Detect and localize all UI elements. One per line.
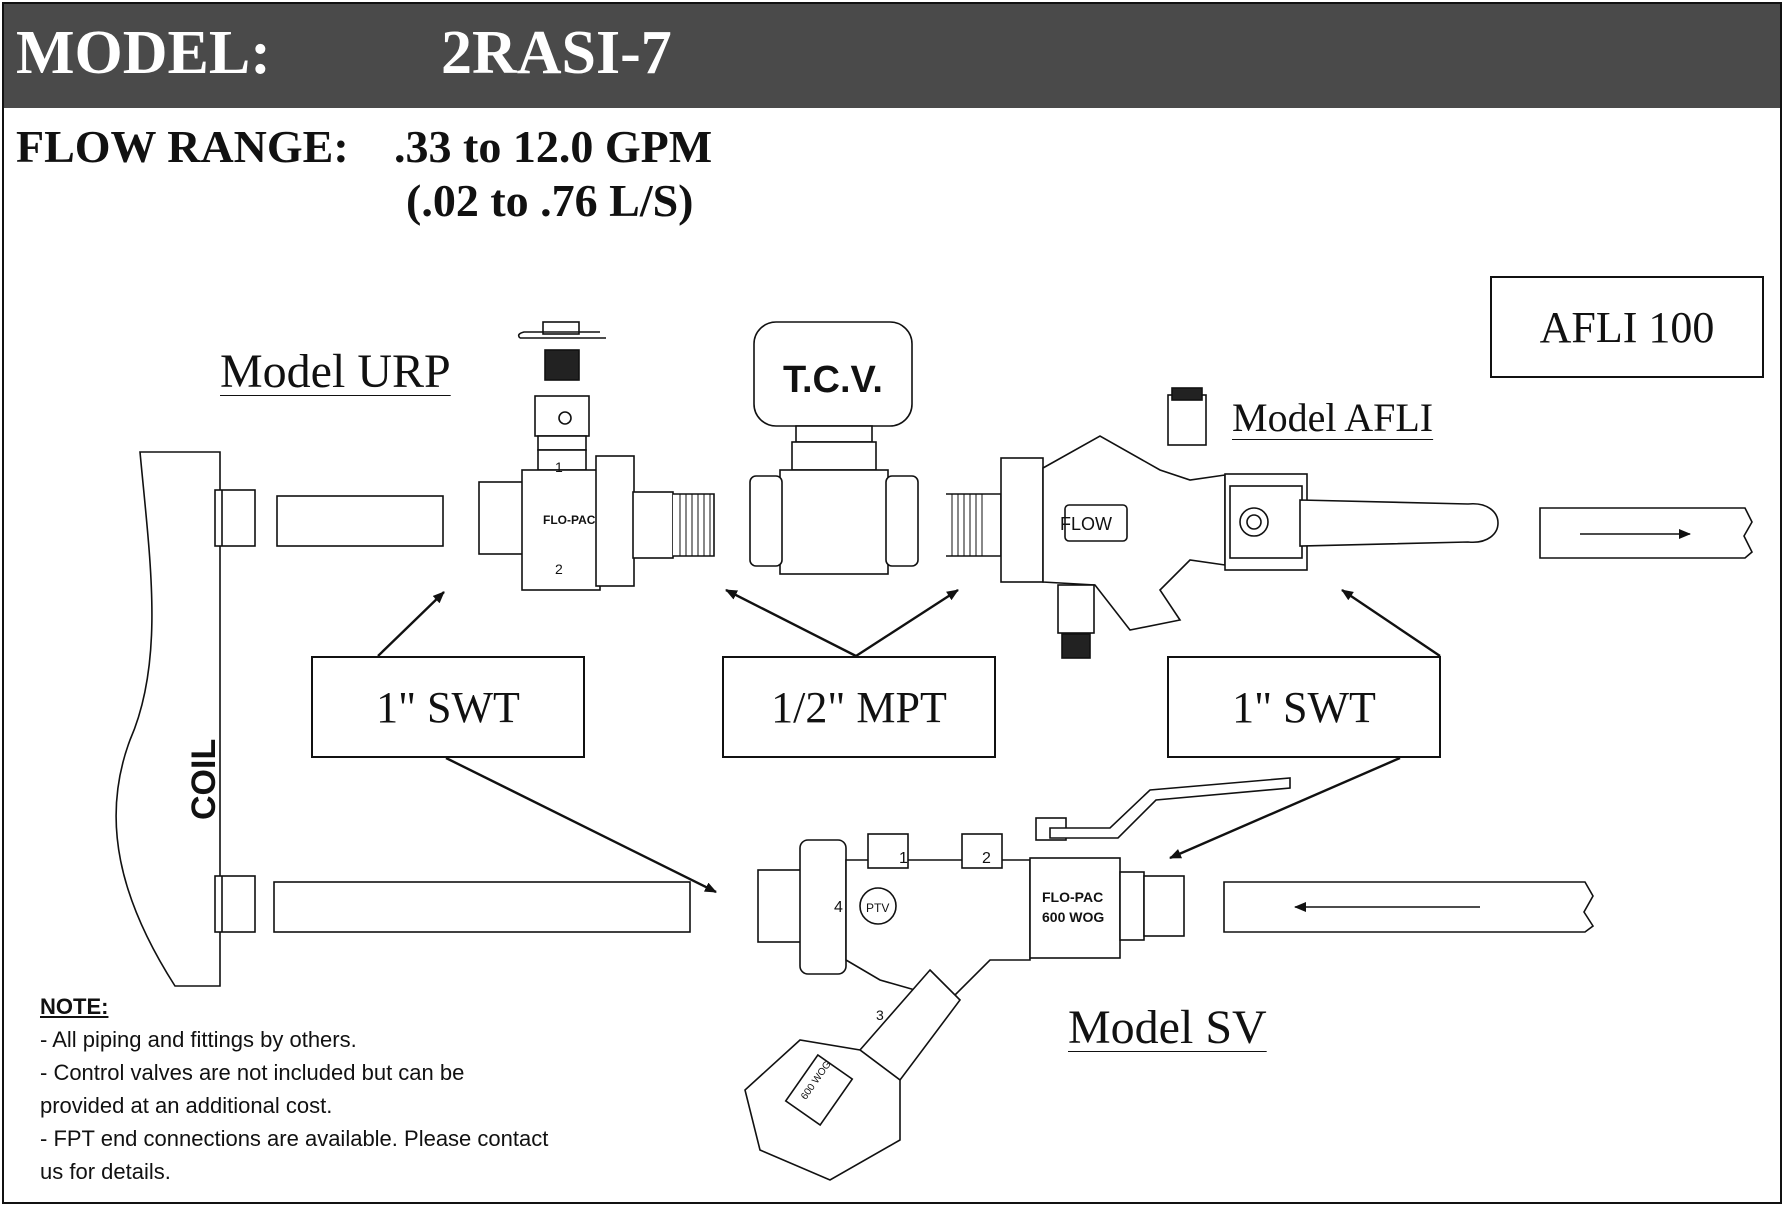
pipe-return-coil <box>273 881 691 933</box>
urp-port-1-label: 1 <box>555 459 563 475</box>
note-line: - All piping and fittings by others. <box>40 1027 357 1052</box>
callout-swt-right-label: 1" SWT <box>1232 682 1376 732</box>
model-label: MODEL: <box>16 19 271 87</box>
callout-arrows <box>377 588 1441 894</box>
callout-swt-left: 1" SWT <box>311 656 585 758</box>
arrow-swt-right-up <box>1341 589 1441 657</box>
urp-port-2-label: 2 <box>555 561 563 577</box>
sv-port-1-label: 1 <box>899 850 908 867</box>
afli-100-label: AFLI 100 <box>1539 302 1715 352</box>
arrow-swt-left-up <box>377 591 445 657</box>
arrow-swt-left-down <box>445 756 717 894</box>
flow-range-value: .33 to 12.0 GPM <box>394 121 713 172</box>
sv-port-4-label: 4 <box>834 899 843 916</box>
afli-100-box: AFLI 100 <box>1490 276 1764 378</box>
flow-range-label: FLOW RANGE: <box>16 121 349 172</box>
sv-port-2-label: 2 <box>982 850 991 867</box>
note-block: NOTE: - All piping and fittings by other… <box>40 990 620 1188</box>
note-line: - FPT end connections are available. Ple… <box>40 1126 549 1151</box>
pipe-segments <box>273 495 1753 933</box>
arrow-mpt-left <box>725 588 857 658</box>
tcv-valve: T.C.V. <box>749 321 919 575</box>
sv-flo-pac-label: FLO-PAC <box>1042 889 1103 905</box>
note-title: NOTE: <box>40 994 109 1019</box>
model-sv-label: Model SV <box>1068 1001 1267 1054</box>
model-value: 2RASI-7 <box>441 19 672 87</box>
callout-mpt-center-label: 1/2" MPT <box>771 682 947 732</box>
urp-flo-pac-label: FLO-PAC <box>543 513 596 527</box>
coil-shape <box>115 451 256 987</box>
model-afli-label: Model AFLI <box>1232 395 1434 440</box>
arrow-mpt-right <box>855 588 959 658</box>
note-line: us for details. <box>40 1159 171 1184</box>
pipe-supply-coil <box>276 495 444 547</box>
sv-port-3-label: 3 <box>876 1007 884 1023</box>
sv-wog-label: 600 WOG <box>1042 909 1104 925</box>
note-line: - Control valves are not included but ca… <box>40 1060 465 1085</box>
callout-swt-right: 1" SWT <box>1167 656 1441 758</box>
callout-mpt-center: 1/2" MPT <box>722 656 996 758</box>
coil-label: COIL <box>185 739 223 820</box>
tcv-label: T.C.V. <box>783 359 883 401</box>
afli-valve: FLOW <box>946 387 1499 659</box>
urp-valve: 1 FLO-PAC 2 <box>478 321 715 591</box>
arrow-swt-right-down <box>1169 756 1401 860</box>
model-urp-label: Model URP <box>220 345 451 398</box>
sv-ptv-label: PTV <box>866 901 889 915</box>
afli-flow-tag: FLOW <box>1060 514 1112 534</box>
sv-valve: PTV 1 2 4 FLO-PAC 600 WOG 3 600 WOG <box>744 777 1291 1181</box>
callout-swt-left-label: 1" SWT <box>376 682 520 732</box>
flow-range-metric: (.02 to .76 L/S) <box>406 175 694 226</box>
pipe-outlet <box>1539 507 1753 559</box>
note-line: provided at an additional cost. <box>40 1093 333 1118</box>
header-bar: MODEL: 2RASI-7 <box>4 4 1780 108</box>
